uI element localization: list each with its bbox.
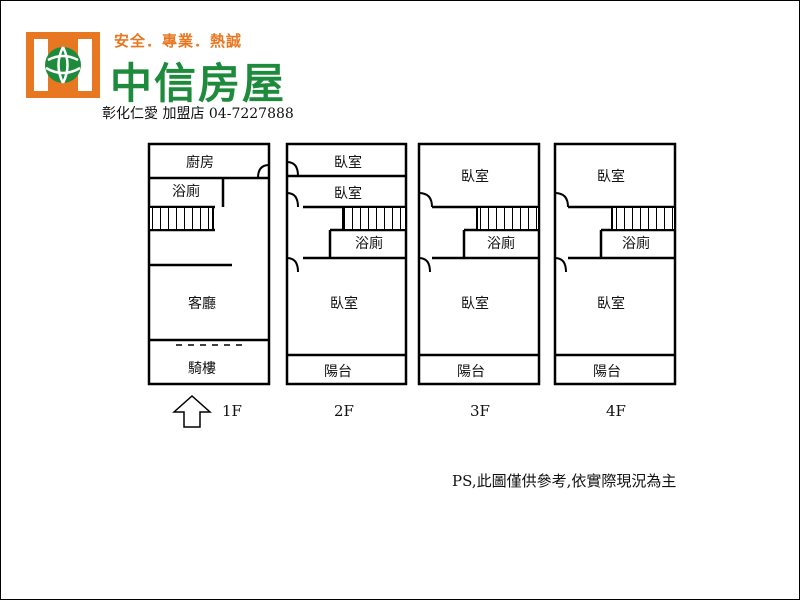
floor-label-1f: 1F <box>222 402 242 420</box>
room-arcade-1f: 騎樓 <box>188 361 216 377</box>
room-bath-4f: 浴廁 <box>622 235 650 252</box>
up-arrow-icon <box>172 394 212 428</box>
company-tagline: 安全．專業．熱誠 <box>114 32 243 50</box>
room-balcony-3f: 陽台 <box>457 364 485 380</box>
room-bedroom-2f-c: 臥室 <box>330 295 358 312</box>
room-balcony-2f: 陽台 <box>324 364 352 380</box>
floor-plan-1f <box>147 142 271 386</box>
room-bedroom-4f-b: 臥室 <box>597 295 625 312</box>
room-bath-3f: 浴廁 <box>487 235 515 252</box>
disclaimer-note: PS,此圖僅供參考,依實際現況為主 <box>452 472 677 490</box>
floor-plan-3f <box>417 142 541 386</box>
room-bedroom-4f-a: 臥室 <box>597 168 625 185</box>
room-bedroom-3f-b: 臥室 <box>461 295 489 312</box>
room-bath-1f: 浴廁 <box>172 183 200 200</box>
floor-label-4f: 4F <box>606 402 626 420</box>
room-bedroom-2f-b: 臥室 <box>334 185 362 202</box>
room-balcony-4f: 陽台 <box>593 364 621 380</box>
floor-label-3f: 3F <box>470 402 490 420</box>
room-kitchen-1f: 廚房 <box>186 154 214 171</box>
store-info: 彰化仁愛 加盟店 04-7227888 <box>102 106 294 122</box>
floor-plan-2f <box>285 142 408 386</box>
company-logo <box>26 32 100 98</box>
room-bedroom-2f-a: 臥室 <box>334 154 362 171</box>
room-bath-2f: 浴廁 <box>355 235 383 252</box>
globe-icon <box>26 32 100 98</box>
floor-label-2f: 2F <box>334 402 354 420</box>
company-name: 中信房屋 <box>110 59 287 108</box>
floor-plan-4f <box>553 142 677 386</box>
room-bedroom-3f-a: 臥室 <box>461 168 489 185</box>
room-living-1f: 客廳 <box>188 295 216 312</box>
